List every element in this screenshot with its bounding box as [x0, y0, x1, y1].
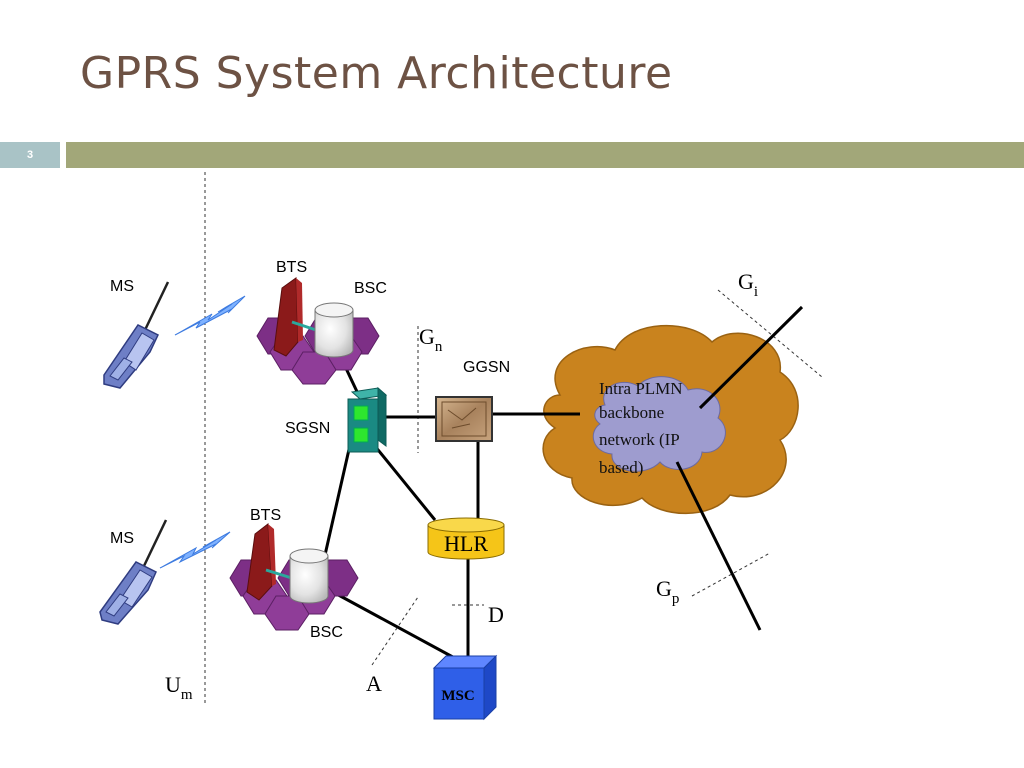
bsc-top-label: BSC	[354, 280, 387, 297]
gp-link	[675, 461, 762, 631]
gi-interface-label: Gi	[738, 269, 758, 300]
lightning-icon	[174, 295, 246, 336]
bsc-bottom-to-msc-link	[319, 583, 463, 664]
bts-top-tower	[273, 277, 303, 357]
mobile-phone-icon	[103, 281, 170, 389]
msc-node	[432, 654, 498, 721]
lightning-icon	[159, 531, 231, 569]
bts-bottom-tower	[246, 523, 276, 601]
ms-top-label: MS	[110, 278, 134, 295]
gi-boundary-line	[717, 289, 823, 378]
msc-label: MSC	[441, 688, 474, 704]
bts-bottom-label: BTS	[250, 507, 281, 524]
bsc-top-cylinder	[314, 302, 354, 358]
gi-link	[698, 305, 804, 410]
gp-interface-label: Gp	[656, 576, 679, 607]
hlr-database	[427, 517, 505, 560]
um-interface-label: Um	[165, 672, 193, 703]
mobile-phone-icon	[99, 519, 168, 625]
slide-number: 3	[26, 149, 34, 161]
slide-number-box	[0, 142, 60, 168]
sgsn-label: SGSN	[285, 420, 330, 437]
sgsn-node	[347, 386, 388, 453]
cloud-label: Intra PLMN backbone network (IP based)	[599, 379, 687, 477]
gn-interface-label: Gn	[419, 324, 443, 355]
a-interface-label: A	[366, 671, 382, 696]
title-bar	[66, 142, 1024, 168]
slide-title: GPRS System Architecture	[80, 48, 673, 99]
ms-bottom-label: MS	[110, 530, 134, 547]
bsc-bottom-cylinder	[289, 548, 329, 604]
sgsn-to-bsc-bottom-link	[323, 444, 352, 556]
hlr-label: HLR	[444, 531, 488, 556]
ggsn-node	[435, 396, 493, 442]
d-interface-label: D	[488, 602, 504, 627]
bts-top-label: BTS	[276, 259, 307, 276]
bsc-bottom-label: BSC	[310, 624, 343, 641]
sgsn-to-hlr-link	[368, 439, 437, 521]
a-boundary-line	[371, 596, 419, 666]
plmn-cloud	[542, 324, 799, 515]
ggsn-label: GGSN	[463, 359, 510, 376]
